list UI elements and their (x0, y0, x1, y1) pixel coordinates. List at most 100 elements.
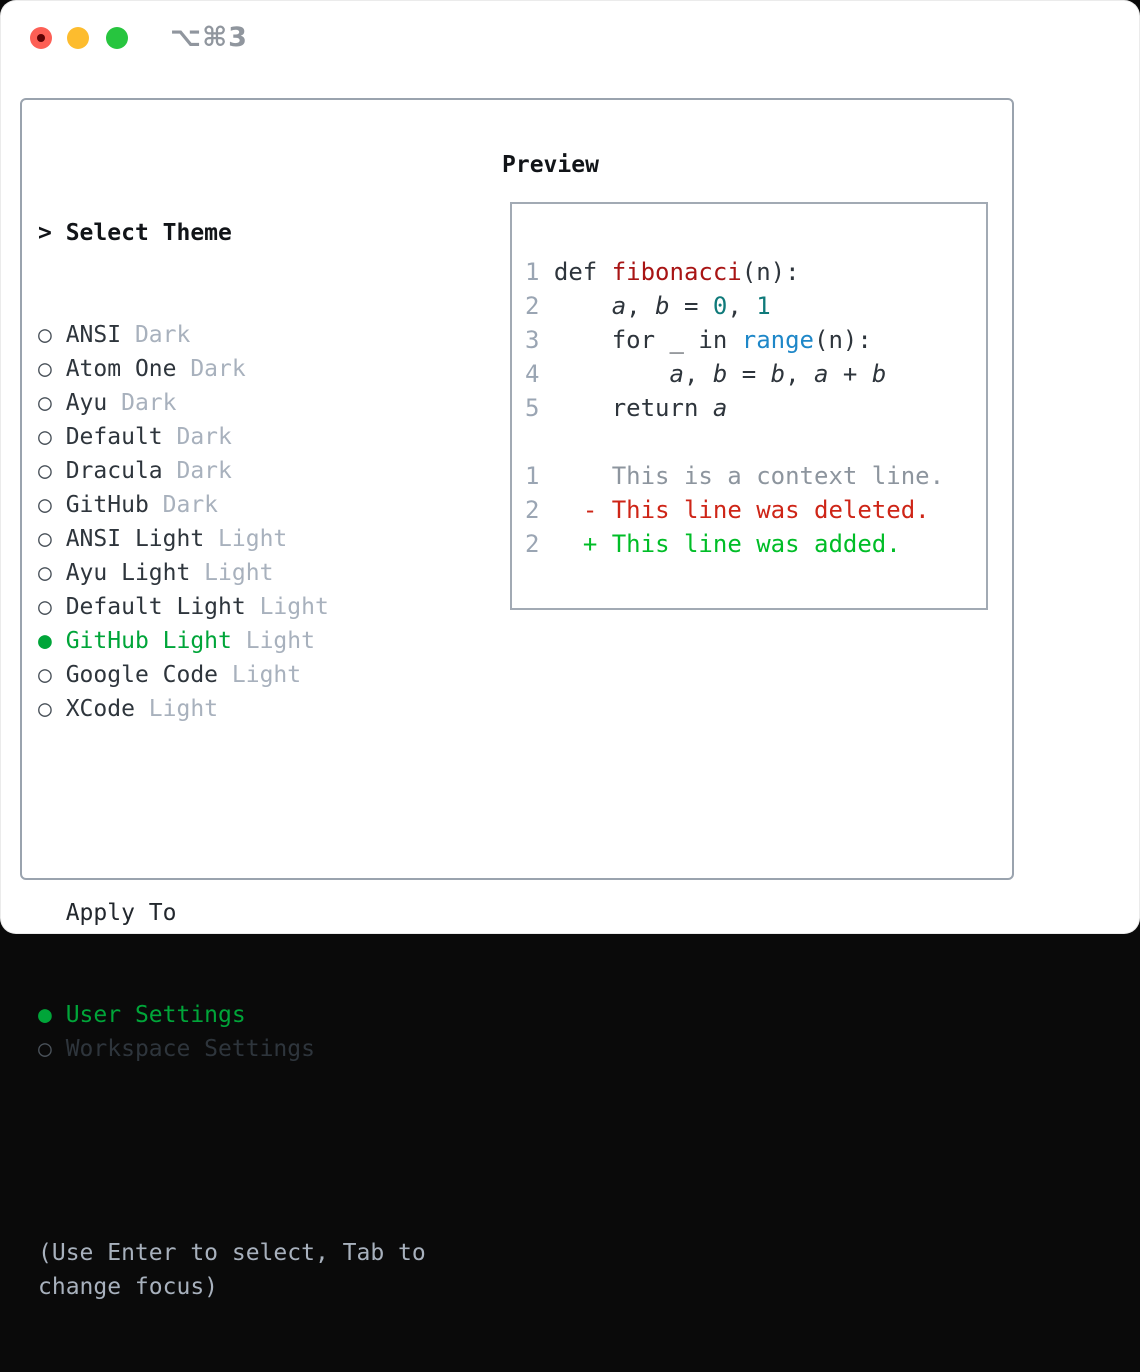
code-token: a (611, 292, 627, 320)
line-number: 5 (525, 394, 554, 422)
apply-to-title: Apply To (38, 900, 177, 926)
theme-picker-panel: > Select Theme ○ ANSI Dark○ Atom One Dar… (20, 98, 1014, 1300)
line-number: 2 (525, 530, 554, 558)
code-token (554, 462, 612, 490)
theme-option-default[interactable]: ○ Default Dark (38, 420, 426, 454)
line-number (525, 428, 554, 456)
code-line: 4 a, b = b, a + b (525, 357, 986, 391)
radio-icon: ○ (38, 424, 66, 450)
code-line: 1 def fibonacci(n): (525, 255, 986, 289)
code-token: (n): (814, 326, 872, 354)
code-token: This line was deleted. (611, 496, 930, 524)
theme-option-ayu[interactable]: ○ Ayu Dark (38, 386, 426, 420)
code-line: 2 - This line was deleted. (525, 493, 986, 527)
theme-variant: Light (231, 628, 315, 654)
line-number: 4 (525, 360, 554, 388)
code-token: + (582, 530, 612, 558)
code-token: b (655, 292, 670, 320)
line-number: 1 (525, 258, 554, 286)
radio-icon: ○ (38, 594, 66, 620)
line-number: 1 (525, 462, 554, 490)
code-token: , (683, 360, 713, 388)
apply-option-user-settings[interactable]: ● User Settings (38, 998, 426, 1032)
theme-variant: Dark (121, 322, 191, 348)
code-token (554, 530, 583, 558)
radio-icon: ○ (38, 1036, 66, 1062)
theme-option-ansi-light[interactable]: ○ ANSI Light Light (38, 522, 426, 556)
theme-name: Dracula (65, 458, 163, 484)
theme-variant: Dark (162, 458, 232, 484)
code-token: return (553, 394, 713, 422)
radio-icon: ○ (38, 322, 66, 348)
code-token: 1 (756, 292, 771, 320)
theme-option-github[interactable]: ○ GitHub Dark (38, 488, 426, 522)
apply-to-header: Apply To (38, 896, 426, 930)
titlebar: ⌥⌘3 (0, 0, 1140, 76)
minimize-button[interactable] (67, 27, 89, 49)
theme-option-google-code[interactable]: ○ Google Code Light (38, 658, 426, 692)
code-token: 0 (712, 292, 728, 320)
radio-icon: ○ (38, 560, 66, 586)
theme-name: XCode (65, 696, 135, 722)
code-token: This line was added. (611, 530, 901, 558)
code-token: b (871, 360, 887, 388)
menu-title: Select Theme (65, 220, 232, 246)
code-line: 3 for _ in range(n): (525, 323, 986, 357)
zoom-button[interactable] (106, 27, 128, 49)
code-token: range (741, 326, 814, 354)
theme-name: Atom One (65, 356, 177, 382)
theme-name: Default (65, 424, 163, 450)
theme-option-atom-one[interactable]: ○ Atom One Dark (38, 352, 426, 386)
theme-list: ○ ANSI Dark○ Atom One Dark○ Ayu Dark○ De… (38, 318, 426, 726)
apply-option-label: Workspace Settings (65, 1036, 315, 1062)
theme-name: GitHub Light (65, 628, 232, 654)
radio-icon: ○ (38, 526, 66, 552)
prompt-icon: > (38, 220, 66, 246)
code-token: , (626, 292, 656, 320)
code-line: 1 This is a context line. (525, 459, 986, 493)
theme-name: Ayu Light (65, 560, 191, 586)
apply-option-workspace-settings[interactable]: ○ Workspace Settings (38, 1032, 426, 1066)
code-token: b (770, 360, 786, 388)
code-token (554, 360, 670, 388)
preview-title: Preview (502, 152, 599, 178)
spacer (38, 1134, 426, 1168)
apply-to-list: ● User Settings○ Workspace Settings (38, 998, 426, 1066)
theme-option-github-light[interactable]: ● GitHub Light Light (38, 624, 426, 658)
theme-option-xcode[interactable]: ○ XCode Light (38, 692, 426, 726)
code-token: This is a context line. (611, 462, 945, 490)
code-token: , (785, 360, 815, 388)
theme-variant: Light (245, 594, 329, 620)
code-token: for _ in (553, 326, 742, 354)
code-token: - (582, 496, 612, 524)
app-window: ⌥⌘3 > Select Theme ○ ANSI Dark○ Atom One… (0, 0, 1140, 1300)
theme-name: ANSI Light (65, 526, 205, 552)
close-dot-icon (37, 34, 45, 42)
close-button[interactable] (30, 27, 52, 49)
help-text-line: (Use Enter to select, Tab to (38, 1240, 426, 1266)
blank-line (525, 425, 986, 459)
theme-option-dracula[interactable]: ○ Dracula Dark (38, 454, 426, 488)
line-number: 2 (525, 292, 554, 320)
code-token: = (669, 292, 713, 320)
help-text-line: change focus) (38, 1274, 219, 1300)
theme-option-ansi[interactable]: ○ ANSI Dark (38, 318, 426, 352)
radio-icon: ○ (38, 662, 66, 688)
theme-name: ANSI (65, 322, 122, 348)
menu-header: > Select Theme (38, 216, 426, 250)
radio-selected-icon: ● (38, 1002, 66, 1028)
code-token (554, 292, 612, 320)
theme-variant: Light (134, 696, 219, 722)
theme-variant: Light (218, 662, 302, 688)
theme-variant: Dark (176, 356, 246, 382)
code-line: 2 a, b = 0, 1 (525, 289, 986, 323)
radio-selected-icon: ● (38, 628, 66, 654)
theme-option-default-light[interactable]: ○ Default Light Light (38, 590, 426, 624)
radio-icon: ○ (38, 458, 66, 484)
code-token: a (669, 360, 684, 388)
code-token (554, 496, 583, 524)
theme-option-ayu-light[interactable]: ○ Ayu Light Light (38, 556, 426, 590)
theme-menu: > Select Theme ○ ANSI Dark○ Atom One Dar… (38, 148, 426, 1372)
spacer (38, 794, 426, 828)
